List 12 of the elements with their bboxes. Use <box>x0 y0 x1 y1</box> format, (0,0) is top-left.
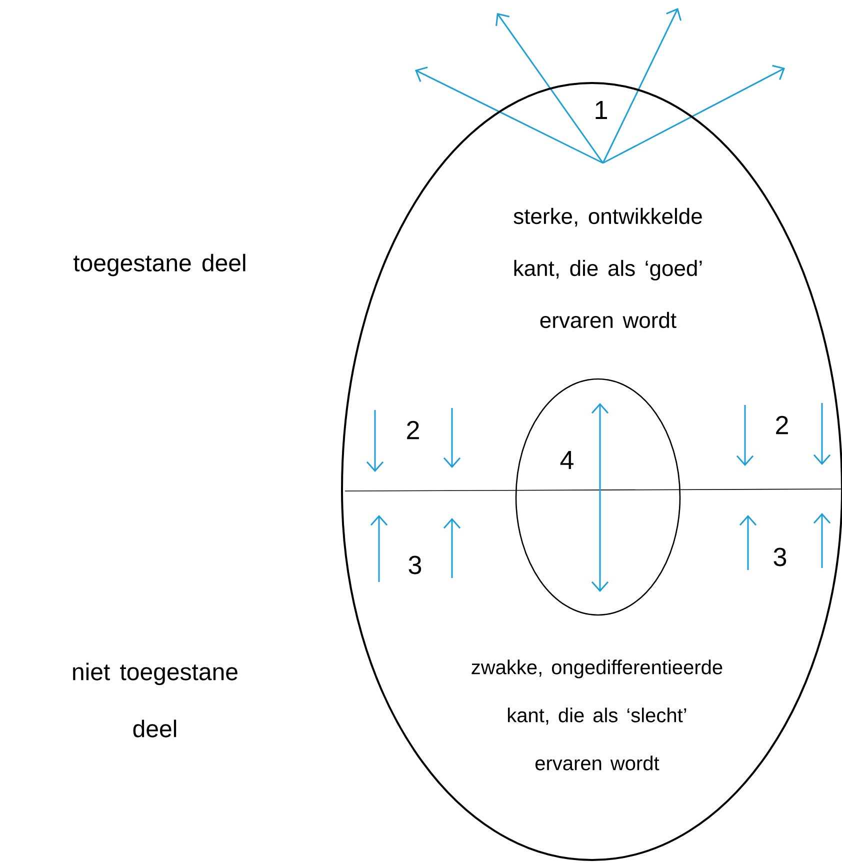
region-number: 1 <box>596 101 607 119</box>
region-number: 3 <box>408 556 422 574</box>
region-number: 4 <box>560 451 574 469</box>
region-description: zwakke, ongedifferentieerde kant, die als ‘slecht’ ervaren wordt <box>472 660 722 770</box>
region-description: sterke, ontwikkelde kant, die als ‘goed’ ervaren wordt <box>514 208 702 328</box>
region-number: 2 <box>407 420 419 440</box>
side-label: niet toegestane deel <box>73 662 238 738</box>
region-number: 3 <box>774 548 786 566</box>
region-number: 2 <box>776 416 788 434</box>
egg-shape <box>341 82 842 861</box>
inner-ellipse <box>515 378 681 616</box>
side-label: toegestane deel <box>74 254 246 276</box>
